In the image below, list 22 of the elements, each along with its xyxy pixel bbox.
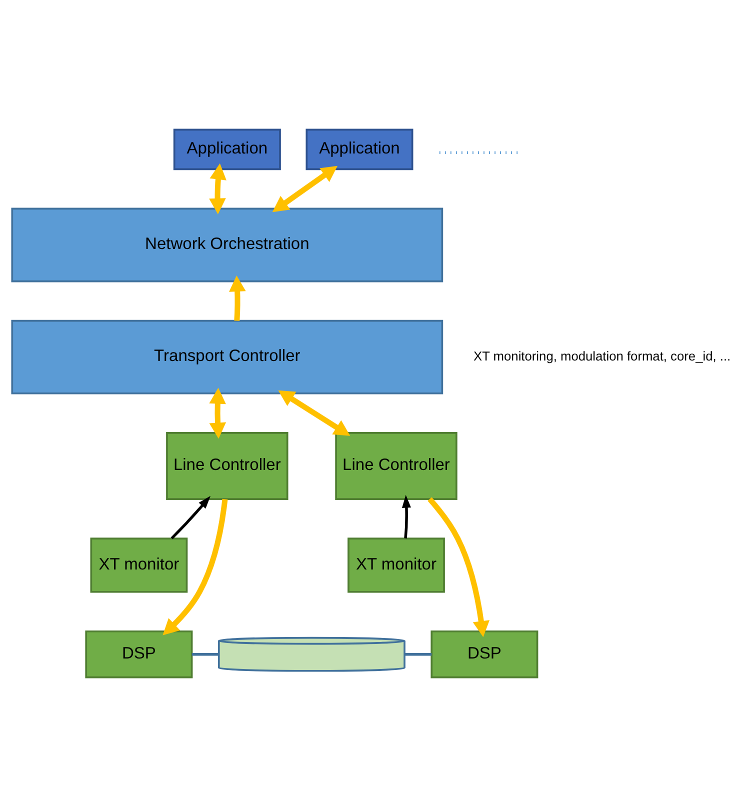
- arrow: [162, 498, 228, 636]
- node-box: XT monitor: [348, 538, 445, 593]
- node-box: Line Controller: [166, 432, 288, 500]
- node-box: Application: [306, 128, 414, 170]
- arrow: [170, 496, 211, 540]
- arrow: [229, 275, 246, 321]
- node-box: Application: [173, 128, 281, 170]
- node-box: Line Controller: [335, 432, 458, 500]
- connector: [192, 652, 219, 656]
- node-box: Transport Controller: [11, 320, 444, 394]
- node-box: XT monitor: [90, 538, 188, 593]
- arrow: [402, 494, 411, 538]
- label: XT monitoring, modulation format, core_id, ...: [474, 348, 731, 364]
- arrow: [428, 497, 490, 638]
- arrow: [209, 163, 226, 214]
- node-box: Network Orchestration: [11, 208, 444, 282]
- arrow: [272, 166, 338, 212]
- connector: [404, 652, 432, 656]
- node-box: DSP: [430, 630, 538, 678]
- arrow: [278, 390, 350, 436]
- node-box: DSP: [85, 630, 193, 678]
- arrow: [209, 388, 226, 439]
